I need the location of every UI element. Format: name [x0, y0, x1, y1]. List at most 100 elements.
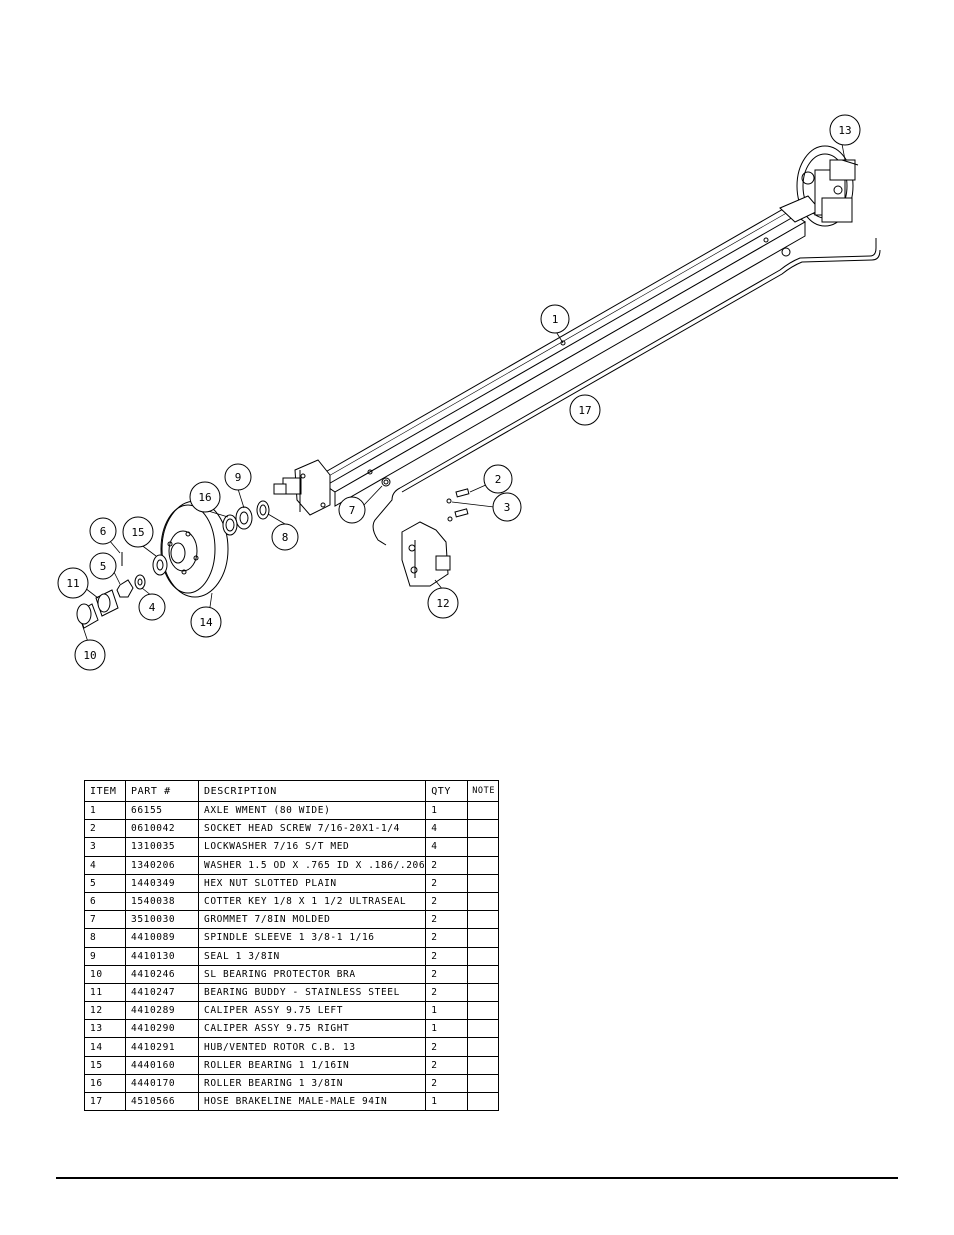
cell-part-number: 4410130 — [125, 946, 199, 966]
cell-description: SOCKET HEAD SCREW 7/16-20X1-1/4 — [197, 819, 427, 839]
cell-part-number: 4440170 — [125, 1073, 199, 1094]
cell-note — [467, 1037, 500, 1057]
header-qty: QTY — [425, 780, 469, 802]
callout-17: 17 — [569, 394, 601, 426]
cell-part-number: 4410289 — [125, 1001, 199, 1021]
cell-item: 5 — [84, 873, 126, 893]
cell-description: WASHER 1.5 OD X .765 ID X .186/.206 — [197, 855, 427, 875]
hardware — [381, 477, 470, 522]
svg-text:5: 5 — [100, 560, 107, 573]
cell-qty: 1 — [425, 1001, 469, 1021]
cell-item: 11 — [84, 982, 126, 1003]
header-part-number: PART # — [125, 780, 199, 802]
cell-part-number: 3510030 — [125, 910, 199, 930]
svg-text:15: 15 — [131, 526, 144, 539]
callout-1: 1 — [540, 304, 570, 334]
cell-description: CALIPER ASSY 9.75 RIGHT — [197, 1019, 427, 1039]
cell-qty: 2 — [425, 1073, 469, 1094]
cell-part-number: 1340206 — [125, 855, 199, 875]
cell-description: SPINDLE SLEEVE 1 3/8-1 1/16 — [197, 928, 427, 948]
cell-part-number: 4510566 — [125, 1091, 199, 1112]
left-caliper — [401, 521, 451, 587]
cell-item: 16 — [84, 1073, 126, 1094]
cell-part-number: 1440349 — [125, 873, 199, 893]
cell-note — [467, 1073, 500, 1094]
cell-note — [467, 819, 500, 839]
cell-note — [467, 1055, 500, 1075]
callout-2: 2 — [483, 464, 513, 494]
cell-item: 3 — [84, 837, 126, 857]
svg-text:17: 17 — [578, 404, 591, 417]
callout-14: 14 — [190, 606, 222, 638]
cell-qty: 1 — [425, 800, 469, 821]
header-item: ITEM — [84, 780, 126, 802]
cell-qty: 2 — [425, 873, 469, 893]
cell-description: ROLLER BEARING 1 3/8IN — [197, 1073, 427, 1094]
callout-16: 16 — [189, 481, 221, 513]
cell-note — [467, 855, 500, 875]
callout-6: 6 — [89, 517, 117, 545]
cell-note — [467, 946, 500, 966]
cell-qty: 1 — [425, 1091, 469, 1112]
svg-text:4: 4 — [149, 601, 156, 614]
svg-text:3: 3 — [504, 501, 511, 514]
callout-15: 15 — [122, 516, 154, 548]
cell-item: 17 — [84, 1091, 126, 1112]
svg-text:14: 14 — [199, 616, 213, 629]
left-spindle — [273, 459, 331, 516]
svg-text:9: 9 — [235, 471, 242, 484]
cell-note — [467, 873, 500, 893]
cell-qty: 2 — [425, 964, 469, 984]
cell-description: HUB/VENTED ROTOR C.B. 13 — [197, 1037, 427, 1057]
cell-part-number: 1540038 — [125, 891, 199, 912]
cell-note — [467, 964, 500, 984]
right-caliper-assembly — [779, 145, 859, 227]
cell-description: AXLE WMENT (80 WIDE) — [197, 800, 427, 821]
cell-qty: 2 — [425, 855, 469, 875]
cell-part-number: 4440160 — [125, 1055, 199, 1075]
cell-description: CALIPER ASSY 9.75 LEFT — [197, 1001, 427, 1021]
callout-12: 12 — [427, 587, 459, 619]
cell-qty: 2 — [425, 982, 469, 1003]
cell-item: 8 — [84, 928, 126, 948]
cell-qty: 1 — [425, 1019, 469, 1039]
callout-11: 11 — [57, 567, 89, 599]
cell-description: COTTER KEY 1/8 X 1 1/2 ULTRASEAL — [197, 891, 427, 912]
svg-text:16: 16 — [198, 491, 211, 504]
cell-part-number: 4410089 — [125, 928, 199, 948]
cell-item: 4 — [84, 855, 126, 875]
cell-item: 10 — [84, 964, 126, 984]
cell-description: SEAL 1 3/8IN — [197, 946, 427, 966]
brake-hose — [372, 238, 881, 546]
cell-item: 15 — [84, 1055, 126, 1075]
cell-description: BEARING BUDDY - STAINLESS STEEL — [197, 982, 427, 1003]
cell-description: SL BEARING PROTECTOR BRA — [197, 964, 427, 984]
cell-item: 6 — [84, 891, 126, 912]
cell-item: 9 — [84, 946, 126, 966]
svg-text:11: 11 — [66, 577, 79, 590]
cell-description: HOSE BRAKELINE MALE-MALE 94IN — [197, 1091, 427, 1112]
svg-text:6: 6 — [100, 525, 107, 538]
svg-text:8: 8 — [282, 531, 289, 544]
cell-note — [467, 982, 500, 1003]
callout-10: 10 — [74, 639, 106, 671]
callout-5: 5 — [89, 552, 117, 580]
table-header-row: ITEM PART # DESCRIPTION QTY NOTE — [84, 780, 500, 802]
cell-note — [467, 1001, 500, 1021]
cell-item: 7 — [84, 910, 126, 930]
cell-part-number: 4410247 — [125, 982, 199, 1003]
callout-13: 13 — [829, 114, 861, 146]
callout-8: 8 — [271, 523, 299, 551]
cell-qty: 4 — [425, 837, 469, 857]
